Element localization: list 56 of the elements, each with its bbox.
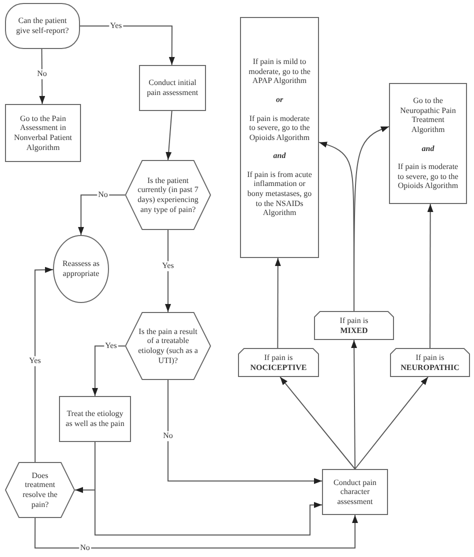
- edge-label: Yes: [161, 261, 175, 271]
- node-text: If pain is moderate to severe, go to the Opioids Algorithm: [248, 114, 311, 142]
- process-box: [139, 65, 206, 111]
- node-text: Go to the Pain Assessment in Nonverbal Patient Algorithm: [13, 114, 73, 152]
- process-box: [322, 469, 388, 515]
- process-box: [59, 396, 131, 442]
- node-text: Can the patient give self-report?: [15, 16, 70, 36]
- process-box: [5, 104, 81, 162]
- arrow: [165, 230, 171, 312]
- edge-label: No: [79, 543, 91, 553]
- decision-hexagon: [125, 312, 211, 380]
- node-text: If pain is NOCICEPTIVE: [250, 352, 307, 372]
- edge-label: No: [97, 190, 109, 200]
- edge-label: Yes: [109, 21, 123, 31]
- process-box: [240, 17, 319, 258]
- node-text: If pain is mild to moderate, go to the APAP Algorithm: [248, 57, 312, 86]
- node-text: Conduct initial pain assessment: [146, 78, 199, 98]
- condition-box: [390, 348, 470, 377]
- process-box: [389, 83, 467, 204]
- terminal-ellipse: [53, 235, 109, 303]
- node-text: Is the patient currently (in past 7 days) experiencing any type of pain?: [137, 176, 199, 214]
- edge-label: Yes: [104, 341, 118, 351]
- node-text: and: [422, 144, 434, 154]
- arrow: [80, 26, 175, 66]
- node-text: Reassess as appropriate: [61, 259, 101, 279]
- node-text: Does treatment resolve the pain?: [22, 470, 58, 510]
- decision-hexagon: [125, 160, 211, 230]
- node-text: If pain is from acute inflammation or bony metastases, go to the NSAIDs Algorithm: [247, 170, 312, 218]
- arrow: [78, 194, 126, 236]
- decision-box: [5, 3, 80, 49]
- edge-label: No: [162, 431, 174, 441]
- node-text: or: [276, 94, 284, 105]
- arrow: [34, 514, 358, 548]
- decision-hexagon: [5, 462, 75, 518]
- arrow: [274, 258, 281, 348]
- arrow: [354, 126, 390, 312]
- node-text: If pain is moderate to severe, go to the Opioids Algorithm: [396, 162, 460, 191]
- arrow: [92, 346, 126, 396]
- arrow: [354, 376, 428, 470]
- node-text: If pain is NEUROPATHIC: [400, 352, 460, 372]
- arrow: [34, 266, 54, 462]
- arrow: [166, 110, 172, 160]
- node-text: Is the pain a result of a treatable etiology (such as a UTI)?: [138, 326, 198, 366]
- arrow: [280, 376, 356, 470]
- edge-label: Yes: [28, 356, 42, 366]
- node-text: Conduct pain character assessment: [332, 478, 378, 506]
- arrow: [351, 340, 358, 470]
- edge-label: No: [36, 69, 48, 79]
- node-text: and: [273, 151, 286, 161]
- node-text: Go to the Neuropathic Pain Treatment Algorithm: [399, 96, 457, 134]
- condition-box: [238, 348, 319, 377]
- condition-box: [314, 311, 394, 340]
- arrow: [168, 380, 322, 484]
- arrow: [427, 204, 434, 348]
- node-text: If pain is MIXED: [340, 316, 368, 336]
- node-text: Treat the etiology as well as the pain: [65, 409, 125, 429]
